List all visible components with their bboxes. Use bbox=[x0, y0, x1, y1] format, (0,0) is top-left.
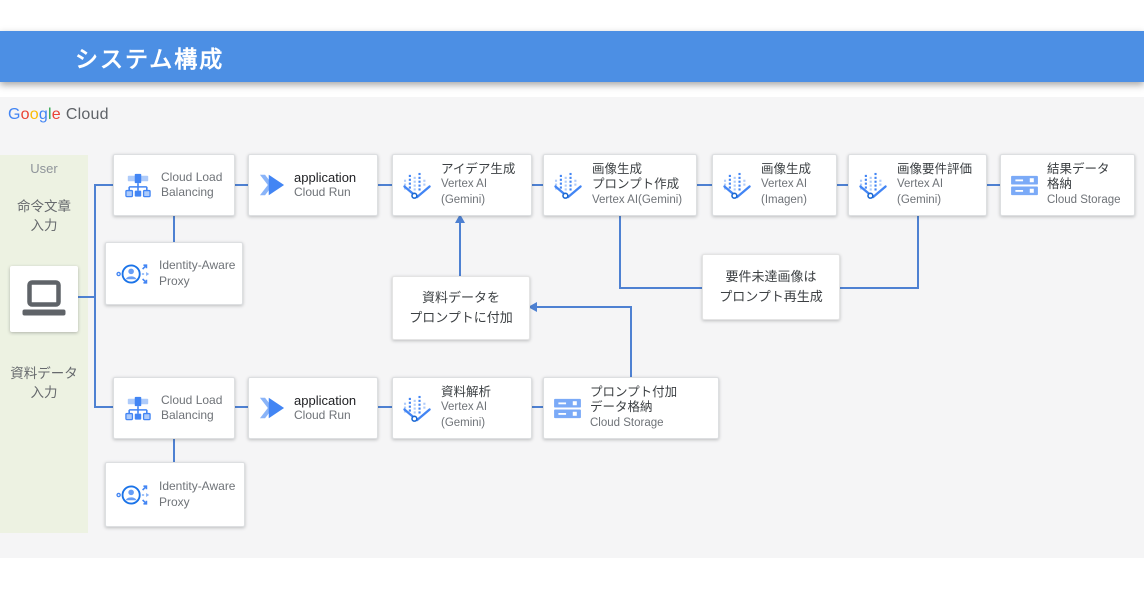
load-balancer-icon bbox=[123, 395, 153, 421]
cloud-storage-icon bbox=[1010, 174, 1039, 197]
connector bbox=[94, 406, 113, 408]
node-image-generation: 画像生成 Vertex AI (Imagen) bbox=[712, 154, 837, 216]
identity-aware-proxy-icon bbox=[115, 481, 151, 509]
node-title: データ格納 bbox=[590, 400, 653, 415]
node-identity-aware-proxy-bottom: Identity-Aware Proxy bbox=[105, 462, 245, 527]
user-panel-title: User bbox=[30, 161, 58, 176]
connector bbox=[619, 216, 621, 289]
connector bbox=[378, 406, 392, 408]
node-title: 結果データ bbox=[1047, 161, 1110, 176]
node-label: (Gemini) bbox=[441, 416, 486, 429]
logo-letter: o bbox=[20, 106, 30, 123]
vertex-ai-icon bbox=[858, 171, 889, 200]
connector bbox=[78, 296, 96, 298]
node-label: Cloud Run bbox=[294, 185, 351, 199]
cloud-run-icon bbox=[258, 172, 286, 198]
node-image-requirement-evaluation: 画像要件評価 Vertex AI (Gemini) bbox=[848, 154, 987, 216]
load-balancer-icon bbox=[123, 172, 153, 198]
cloud-run-icon bbox=[258, 395, 286, 421]
node-label: (Gemini) bbox=[441, 193, 486, 206]
node-label: (Imagen) bbox=[761, 193, 808, 206]
node-identity-aware-proxy-top: Identity-Aware Proxy bbox=[105, 242, 243, 305]
connector bbox=[459, 222, 461, 276]
cloud-storage-icon bbox=[553, 397, 582, 420]
node-label: Proxy bbox=[159, 494, 190, 509]
connector bbox=[917, 216, 919, 289]
arrowhead-up bbox=[455, 214, 465, 223]
node-cloud-load-balancing-top: Cloud Load Balancing bbox=[113, 154, 235, 216]
node-title: application bbox=[294, 169, 357, 185]
page-title: システム構成 bbox=[75, 45, 225, 72]
node-title: アイデア生成 bbox=[441, 161, 516, 176]
node-idea-generation: アイデア生成 Vertex AI (Gemini) bbox=[392, 154, 532, 216]
vertex-ai-icon bbox=[402, 171, 433, 200]
node-label: Identity-Aware bbox=[159, 258, 236, 272]
connector bbox=[532, 184, 543, 186]
node-label: Proxy bbox=[159, 273, 190, 288]
node-label: (Gemini) bbox=[897, 193, 942, 206]
node-application-cloud-run-bottom: application Cloud Run bbox=[248, 377, 378, 439]
node-title: プロンプト付加 bbox=[590, 384, 678, 399]
node-label: Cloud Storage bbox=[590, 416, 664, 429]
logo-letter: G bbox=[8, 106, 21, 123]
node-title: 画像要件評価 bbox=[897, 161, 973, 176]
label-attach-data-to-prompt: 資料データを プロンプトに付加 bbox=[392, 276, 530, 340]
connector bbox=[532, 406, 543, 408]
node-label: Vertex AI bbox=[441, 178, 488, 191]
node-label: Cloud Load bbox=[161, 392, 223, 407]
connector bbox=[697, 184, 712, 186]
caption-command-input: 命令文章 入力 bbox=[17, 199, 71, 233]
node-title: 画像生成 bbox=[761, 161, 812, 176]
node-image-prompt-creation: 画像生成 プロンプト作成 Vertex AI(Gemini) bbox=[543, 154, 697, 216]
connector bbox=[837, 184, 848, 186]
user-panel: User 命令文章 入力 資料データ 入力 bbox=[0, 155, 88, 533]
connector bbox=[378, 184, 392, 186]
arrowhead-left bbox=[528, 302, 537, 312]
connector bbox=[537, 306, 632, 308]
node-title: プロンプト作成 bbox=[592, 177, 680, 192]
title-bar: システム構成 bbox=[0, 31, 1144, 82]
node-document-analysis: 資料解析 Vertex AI (Gemini) bbox=[392, 377, 532, 439]
connector bbox=[94, 184, 113, 186]
node-label: Identity-Aware bbox=[159, 479, 236, 493]
connector bbox=[235, 406, 248, 408]
node-title: 格納 bbox=[1047, 177, 1073, 192]
node-label: Cloud Load bbox=[161, 169, 223, 184]
connector bbox=[173, 439, 175, 462]
label-regenerate-prompt: 要件未達画像は プロンプト再生成 bbox=[702, 254, 840, 320]
node-label: Vertex AI(Gemini) bbox=[592, 193, 683, 206]
vertex-ai-icon bbox=[402, 394, 433, 423]
logo-letter: l bbox=[47, 106, 52, 123]
node-label: Balancing bbox=[161, 408, 214, 422]
caption-document-input: 資料データ 入力 bbox=[10, 366, 78, 400]
connector bbox=[987, 184, 1000, 186]
logo-letter: o bbox=[29, 106, 39, 123]
node-label: Balancing bbox=[161, 185, 214, 199]
node-label: Vertex AI bbox=[897, 178, 944, 191]
node-cloud-load-balancing-bottom: Cloud Load Balancing bbox=[113, 377, 235, 439]
logo-letter: e bbox=[51, 106, 61, 123]
node-title: application bbox=[294, 392, 357, 408]
node-label: Vertex AI bbox=[441, 401, 488, 414]
vertex-ai-icon bbox=[553, 171, 584, 200]
node-title: 画像生成 bbox=[592, 161, 643, 176]
node-title: 資料解析 bbox=[441, 384, 492, 399]
connector bbox=[235, 184, 248, 186]
user-device-box bbox=[10, 266, 78, 332]
logo-cloud-text: Cloud bbox=[65, 106, 109, 123]
node-prompt-data-storage: プロンプト付加 データ格納 Cloud Storage bbox=[543, 377, 719, 439]
laptop-icon bbox=[21, 280, 67, 318]
node-application-cloud-run-top: application Cloud Run bbox=[248, 154, 378, 216]
node-label: Vertex AI bbox=[761, 178, 808, 191]
node-result-data-storage: 結果データ 格納 Cloud Storage bbox=[1000, 154, 1135, 216]
connector bbox=[173, 216, 175, 242]
node-label: Cloud Storage bbox=[1047, 193, 1121, 206]
identity-aware-proxy-icon bbox=[115, 260, 151, 288]
logo-letter: g bbox=[38, 106, 48, 123]
connector bbox=[630, 306, 632, 377]
vertex-ai-icon bbox=[722, 171, 753, 200]
node-label: Cloud Run bbox=[294, 408, 351, 422]
